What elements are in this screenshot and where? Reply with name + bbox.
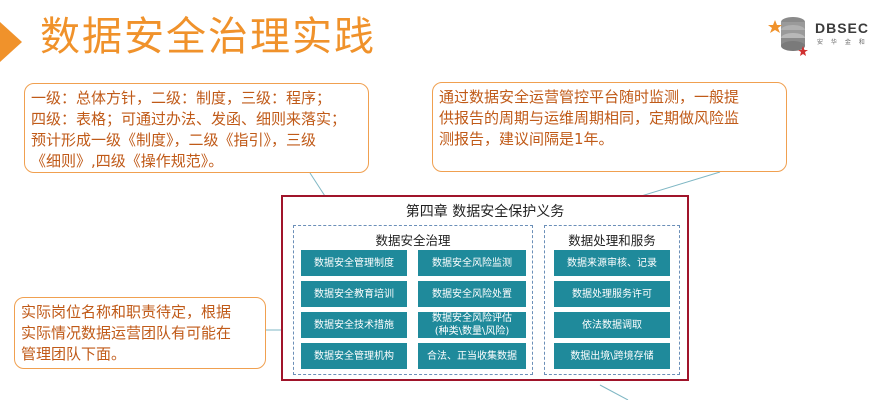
callout-line: 实际岗位名称和职责待定，根据 [21, 303, 232, 321]
processing-group: 数据处理和服务 数据来源审核、记录 数据处理服务许可 依法数据调取 数据出境\跨… [544, 225, 680, 375]
processing-box: 数据处理服务许可 [554, 281, 670, 307]
callout-line: 管理团队下面。 [21, 345, 127, 363]
governance-group: 数据安全治理 数据安全管理制度 数据安全教育培训 数据安全技术措施 数据安全管理… [293, 225, 533, 375]
governance-box: 数据安全风险监测 [418, 250, 526, 276]
chapter-frame: 第四章 数据安全保护义务 数据安全治理 数据安全管理制度 数据安全教育培训 数据… [281, 195, 689, 381]
callout-line: 预计形成一级《制度》，二级《指引》，三级 [31, 131, 317, 149]
logo-subtext: 安 华 金 和 [817, 39, 868, 46]
chapter-title: 第四章 数据安全保护义务 [405, 204, 565, 220]
dbsec-logo-icon [768, 17, 808, 56]
logo-text: DBSEC [815, 20, 870, 36]
processing-box: 数据出境\跨境存储 [554, 343, 670, 369]
callout-line: 一级：总体方针，二级：制度，三级：程序； [31, 89, 332, 107]
processing-box: 数据来源审核、记录 [554, 250, 670, 276]
governance-box: 数据安全风险评估 (种类\数量\风险) [418, 312, 526, 338]
processing-title: 数据处理和服务 [568, 233, 656, 248]
callout-line: 供报告的周期与运维周期相同，定期做风险监 [439, 109, 740, 127]
callout-document-levels: 一级：总体方针，二级：制度，三级：程序； 四级：表格；可通过办法、发函、细则来落… [24, 83, 369, 173]
processing-box: 依法数据调取 [554, 312, 670, 338]
callout-line: 测报告，建议间隔是1年。 [439, 130, 614, 148]
callout-line: 《细则》,四级《操作规范》。 [31, 152, 224, 170]
callout-line: 通过数据安全运营管控平台随时监测，一般提 [439, 88, 740, 106]
governance-box: 数据安全管理机构 [301, 343, 407, 369]
governance-box: 数据安全教育培训 [301, 281, 407, 307]
page-title: 数据安全治理实践 [40, 14, 376, 60]
callout-roles: 实际岗位名称和职责待定，根据 实际情况数据运营团队有可能在 管理团队下面。 [14, 297, 266, 369]
title-arrow-icon [0, 22, 22, 62]
governance-title: 数据安全治理 [375, 233, 451, 248]
governance-box: 数据安全技术措施 [301, 312, 407, 338]
callout-line: 实际情况数据运营团队有可能在 [21, 324, 232, 342]
governance-box: 数据安全风险处置 [418, 281, 526, 307]
governance-box: 数据安全管理制度 [301, 250, 407, 276]
callout-monitoring: 通过数据安全运营管控平台随时监测，一般提 供报告的周期与运维周期相同，定期做风险… [432, 82, 787, 172]
governance-box: 合法、正当收集数据 [418, 343, 526, 369]
callout-line: 四级：表格；可通过办法、发函、细则来落实； [31, 110, 347, 128]
